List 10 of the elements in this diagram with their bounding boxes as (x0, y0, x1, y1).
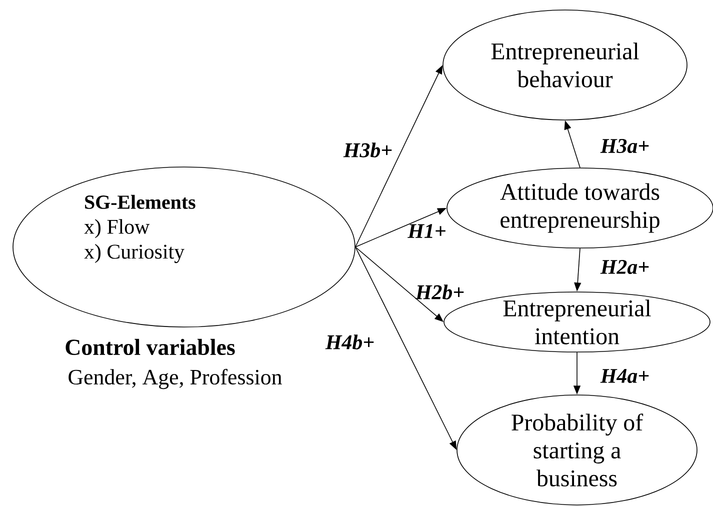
oval-node: Entrepreneurial behaviour (442, 10, 688, 120)
label-text: Gender, Age, Profession (68, 368, 282, 390)
oval-node: SG-Elements x) Flow x) Curiosity (12, 166, 356, 328)
edge-label: H4a+ (600, 369, 649, 383)
edge-label: H3b+ (343, 142, 392, 158)
oval-node: Probability of starting a business (456, 394, 698, 506)
edge-label: H4b+ (325, 334, 374, 350)
edge-label: H2a+ (600, 260, 649, 274)
edge-label: H1+ (408, 224, 446, 238)
edge-label: H3a+ (600, 138, 649, 154)
